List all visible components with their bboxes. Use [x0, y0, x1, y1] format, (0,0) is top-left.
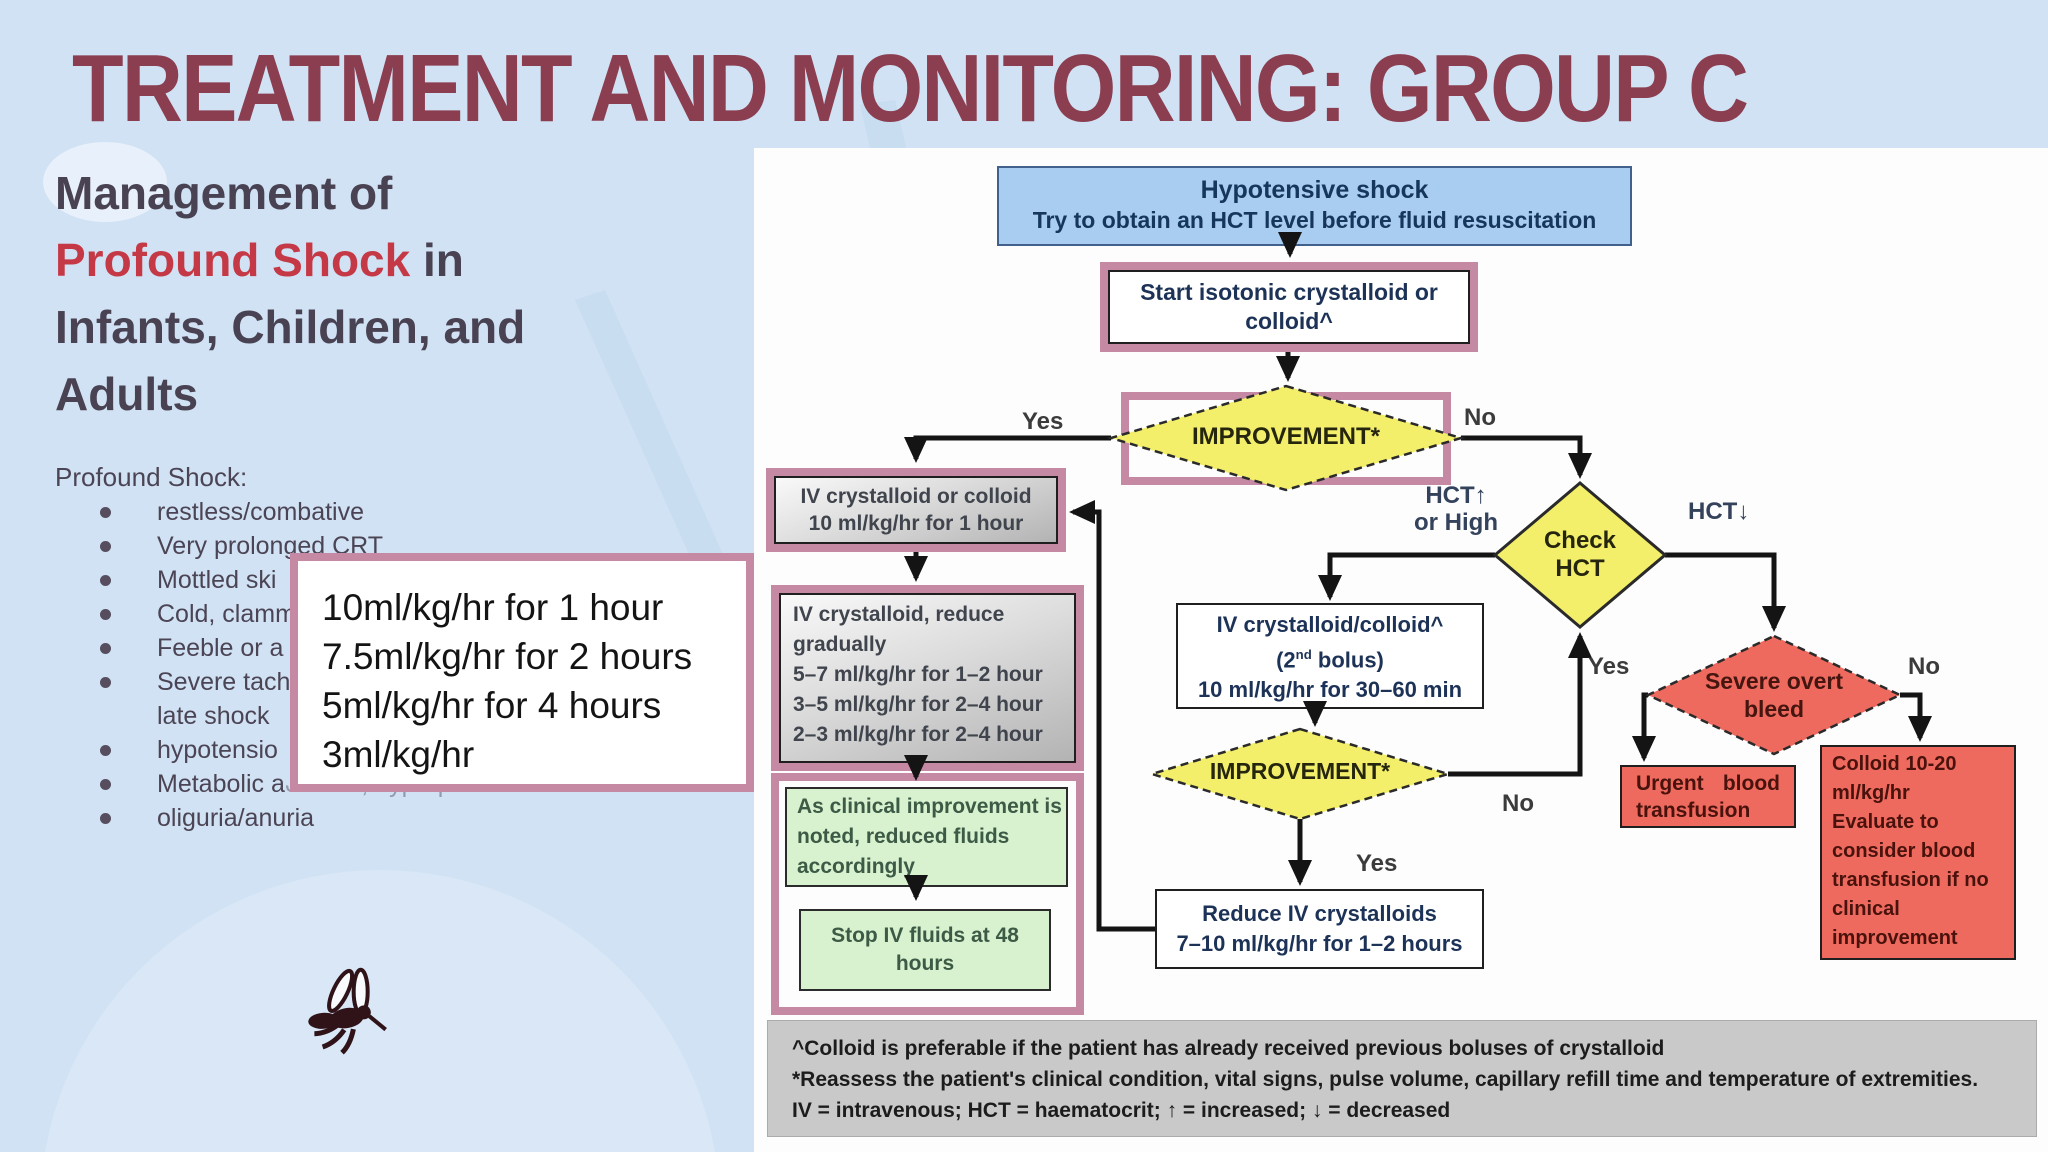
edge-label-hct-low: HCT↓: [1688, 498, 1750, 525]
edge-label-no1: No: [1464, 404, 1496, 431]
list-item: Very prolonged CRT: [92, 529, 652, 563]
list-item: Feeble or a: [92, 631, 652, 665]
edge-label-no2: No: [1502, 790, 1534, 817]
flow-start-line2: Try to obtain an HCT level before fluid …: [1032, 207, 1597, 233]
stop-fluids-box: Stop IV fluids at 48 hours: [799, 909, 1051, 991]
bullet-icon: [100, 677, 111, 688]
symptoms-label: Profound Shock:: [55, 462, 248, 492]
bullet-icon: [100, 779, 111, 790]
edge-label-no3: No: [1908, 653, 1940, 680]
bolus-line3: 10 ml/kg/hr for 30–60 min: [1197, 677, 1463, 703]
edge-label-hct-high: HCT↑ or High: [1414, 482, 1498, 536]
isotonic-box-frame: Start isotonic crystalloid or colloid^: [1100, 262, 1478, 352]
list-item: Mottled ski: [92, 563, 652, 597]
iv-box1: IV crystalloid or colloid 10 ml/kg/hr fo…: [774, 476, 1058, 544]
severe-bleed-label: Severe overt bleed: [1704, 668, 1844, 722]
green-frame: As clinical improvement is noted, reduce…: [771, 773, 1084, 1015]
iv-box2: IV crystalloid, reduce gradually 5–7 ml/…: [779, 593, 1076, 763]
edge-label-yes3: Yes: [1588, 653, 1630, 680]
improvement2-label: IMPROVEMENT*: [1209, 758, 1391, 784]
edge-label-yes2: Yes: [1356, 850, 1398, 877]
iv-box2-frame: IV crystalloid, reduce gradually 5–7 ml/…: [771, 585, 1084, 771]
check-hct-label: Check HCT: [1543, 527, 1617, 582]
bullet-icon: [100, 541, 111, 552]
list-item: Severe tach late shock: [92, 665, 652, 733]
heading-line4: Adults: [55, 368, 199, 420]
bullet-icon: [100, 609, 111, 620]
reduce-fluids-box: As clinical improvement is noted, reduce…: [785, 787, 1068, 887]
reduce-crystalloids-box: Reduce IV crystalloids 7–10 ml/kg/hr for…: [1155, 889, 1484, 969]
bolus-line1: IV crystalloid/colloid^: [1216, 612, 1444, 637]
flow-start-line1: Hypotensive shock: [1200, 176, 1429, 204]
footnote-box: ^Colloid is preferable if the patient ha…: [767, 1020, 2037, 1137]
iv-box1-frame: IV crystalloid or colloid 10 ml/kg/hr fo…: [766, 468, 1066, 552]
heading-line2-rest: in: [410, 234, 464, 286]
urgent-line2: transfusion: [1636, 799, 1751, 822]
colloid-box: Colloid 10-20 ml/kg/hr Evaluate to consi…: [1820, 745, 2016, 960]
heading-line3: Infants, Children, and: [55, 301, 526, 353]
superscript: nd: [1295, 647, 1312, 662]
isotonic-box: Start isotonic crystalloid or colloid^: [1108, 270, 1470, 344]
fluid-rate-note-box: 10ml/kg/hr for 1 hour 7.5ml/kg/hr for 2 …: [290, 553, 754, 792]
list-item: restless/combative: [92, 495, 652, 529]
fluid-rate-note-text: 10ml/kg/hr for 1 hour 7.5ml/kg/hr for 2 …: [322, 587, 693, 775]
improvement1-label: IMPROVEMENT*: [1191, 423, 1380, 450]
mosquito-icon: [308, 967, 387, 1055]
bolus-line2: (2nd bolus): [1276, 647, 1384, 673]
list-item: Cold, clamm: [92, 597, 652, 631]
bullet-icon: [100, 813, 111, 824]
bullet-icon: [100, 745, 111, 756]
second-bolus-box: IV crystalloid/colloid^ (2nd bolus) 10 m…: [1176, 603, 1484, 709]
heading-highlight: Profound Shock: [55, 234, 411, 286]
bullet-icon: [100, 575, 111, 586]
bullet-icon: [100, 643, 111, 654]
flow-start-box: Hypotensive shock Try to obtain an HCT l…: [997, 166, 1632, 246]
list-item: hypotensio: [92, 733, 652, 767]
edge-label-yes1: Yes: [1022, 408, 1064, 435]
page-title: TREATMENT AND MONITORING: GROUP C: [72, 35, 1749, 142]
heading-line2: Profound Shock in: [55, 227, 525, 294]
list-item: oliguria/anuria: [92, 801, 652, 835]
heading-line1: Management of: [55, 167, 393, 219]
section-heading: Management of Profound Shock in Infants,…: [55, 160, 525, 428]
bullet-icon: [100, 507, 111, 518]
